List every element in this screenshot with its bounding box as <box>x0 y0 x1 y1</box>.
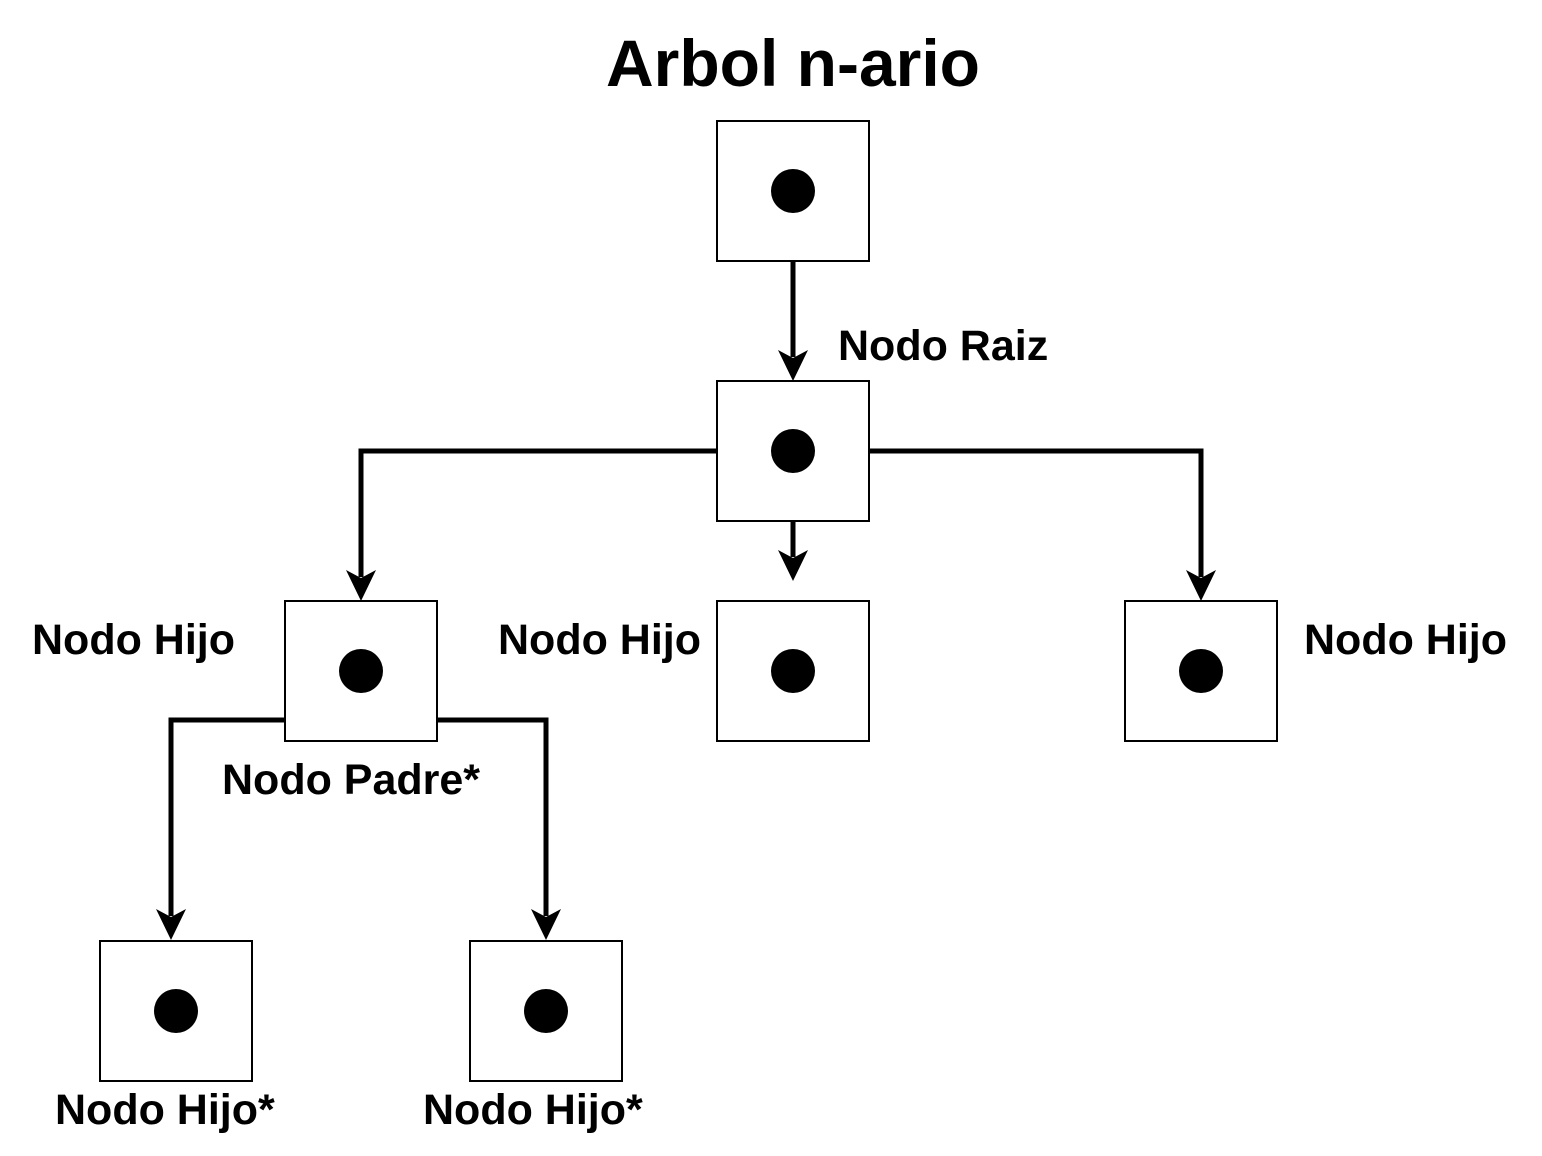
labels: Nodo Raiz Nodo Hijo Nodo Hijo Nodo Hijo … <box>32 322 1507 1134</box>
node-grandchild-left <box>99 940 253 1082</box>
node-dot-icon <box>339 649 383 693</box>
node-top <box>716 120 870 262</box>
arrowhead-icon <box>531 909 561 940</box>
arrowhead-icon <box>778 550 808 581</box>
node-root <box>716 380 870 522</box>
node-child-left <box>284 600 438 742</box>
diagram-title: Arbol n-ario <box>606 26 980 100</box>
node-dot-icon <box>771 429 815 473</box>
arrowhead-icon <box>1186 570 1216 601</box>
label-child-left: Nodo Hijo <box>32 616 235 664</box>
node-dot-icon <box>771 649 815 693</box>
node-dot-icon <box>154 989 198 1033</box>
edge-root-child-right <box>869 448 1204 577</box>
edge-parent-grandchild-right <box>437 717 549 916</box>
arrowhead-icon <box>156 909 186 940</box>
edges <box>156 261 1216 940</box>
node-child-center <box>716 600 870 742</box>
label-root: Nodo Raiz <box>838 322 1048 370</box>
label-parent: Nodo Padre* <box>222 756 480 804</box>
node-dot-icon <box>524 989 568 1033</box>
node-box <box>284 600 438 742</box>
node-dot-icon <box>771 169 815 213</box>
label-grandchild-right: Nodo Hijo* <box>423 1086 643 1134</box>
node-dot-icon <box>1179 649 1223 693</box>
label-grandchild-left: Nodo Hijo* <box>55 1086 275 1134</box>
label-child-center: Nodo Hijo <box>498 616 701 664</box>
edge-parent-grandchild-left <box>168 717 285 916</box>
node-child-right <box>1124 600 1278 742</box>
node-grandchild-right <box>469 940 623 1082</box>
label-child-right: Nodo Hijo <box>1304 616 1507 664</box>
arrowhead-icon <box>346 570 376 601</box>
nodes <box>99 120 1278 1082</box>
arrowhead-icon <box>778 350 808 381</box>
edge-root-child-left <box>358 448 717 577</box>
